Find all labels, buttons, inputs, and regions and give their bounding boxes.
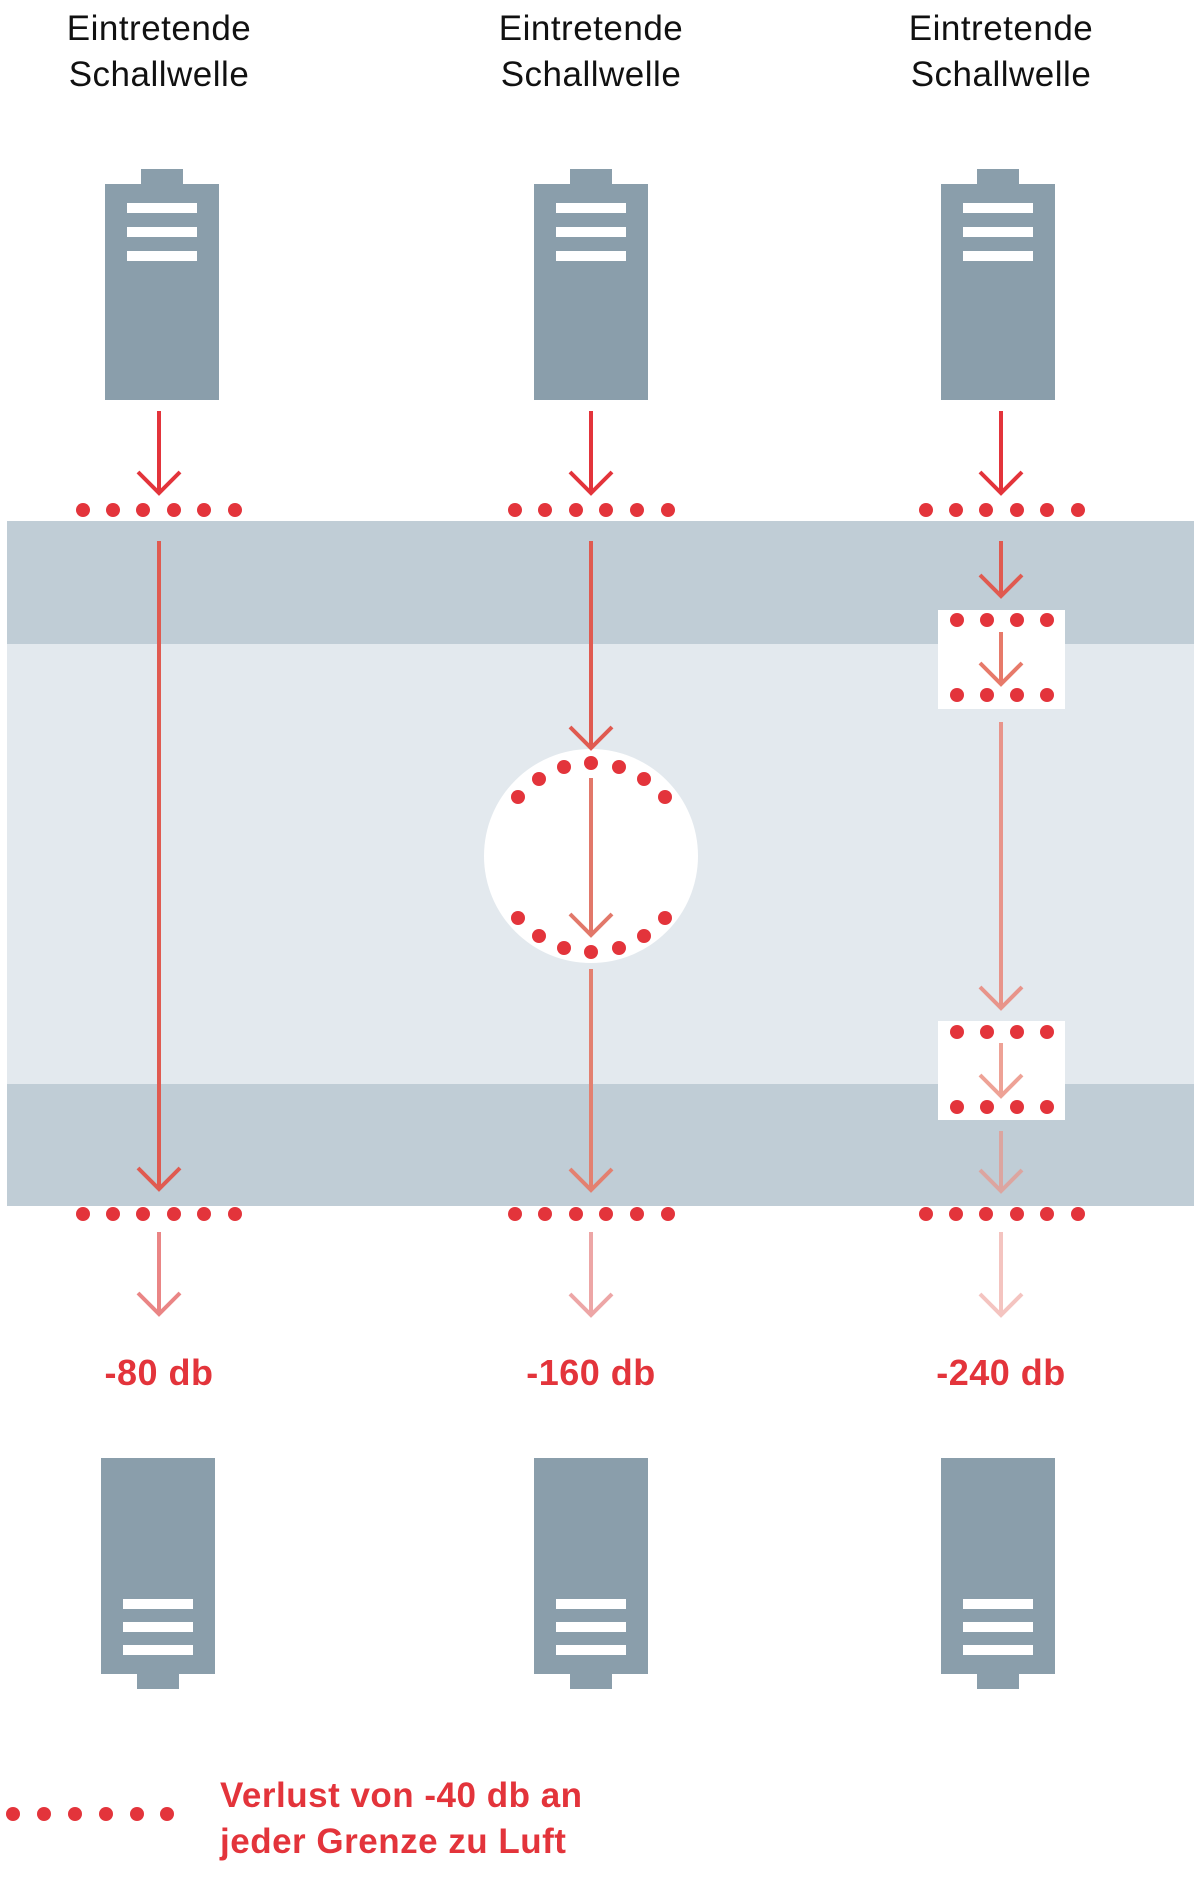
- arrow-down-icon: [136, 1232, 182, 1317]
- boundary-dots: [6, 503, 1085, 1821]
- result-label-1: -80 db: [104, 1352, 214, 1393]
- speaker-top-1-icon: [105, 169, 219, 400]
- result-label-3: -240 db: [936, 1352, 1066, 1393]
- legend-text: Verlust von -40 db an jeder Grenze zu Lu…: [220, 1773, 583, 1865]
- arrow-down-icon: [978, 722, 1024, 1011]
- arrow-down-icon: [136, 541, 182, 1192]
- receiver-bottom-3-icon: [941, 1458, 1055, 1689]
- arrow-down-icon: [568, 778, 614, 938]
- arrow-down-icon: [978, 1131, 1024, 1194]
- header-line-1: Eintretende: [908, 9, 1094, 48]
- column-3-header: Eintretende Schallwelle: [851, 6, 1151, 98]
- boundary-dots-row: [76, 503, 1085, 517]
- speaker-top-2-icon: [534, 169, 648, 400]
- header-line-1: Eintretende: [66, 9, 252, 48]
- speaker-top-3-icon: [941, 169, 1055, 400]
- cavity-dots: [950, 613, 1054, 1114]
- receiver-bottom-1-icon: [101, 1458, 215, 1689]
- arrow-down-icon: [978, 1043, 1024, 1099]
- arrows: [136, 411, 1024, 1318]
- arrow-down-icon: [568, 1232, 614, 1318]
- arrow-down-icon: [978, 632, 1024, 687]
- header-line-1: Eintretende: [498, 9, 684, 48]
- legend-line-2: jeder Grenze zu Luft: [220, 1822, 567, 1861]
- arrow-down-icon: [978, 411, 1024, 496]
- arrow-down-icon: [978, 541, 1024, 599]
- boundary-dots-row: [76, 1207, 1085, 1221]
- header-line-2: Schallwelle: [68, 55, 250, 94]
- arrow-down-icon: [978, 1232, 1024, 1318]
- legend-line-1: Verlust von -40 db an: [220, 1776, 583, 1815]
- result-label-2: -160 db: [526, 1352, 656, 1393]
- arrow-down-icon: [568, 969, 614, 1193]
- column-1-header: Eintretende Schallwelle: [9, 6, 309, 98]
- cavity-dots: [511, 756, 672, 959]
- arrow-down-icon: [136, 411, 182, 496]
- header-line-2: Schallwelle: [910, 55, 1092, 94]
- dotted-line-icon: [6, 1807, 174, 1821]
- arrow-down-icon: [568, 541, 614, 751]
- receiver-bottom-2-icon: [534, 1458, 648, 1689]
- arrow-down-icon: [568, 411, 614, 496]
- column-2-header: Eintretende Schallwelle: [441, 6, 741, 98]
- header-line-2: Schallwelle: [500, 55, 682, 94]
